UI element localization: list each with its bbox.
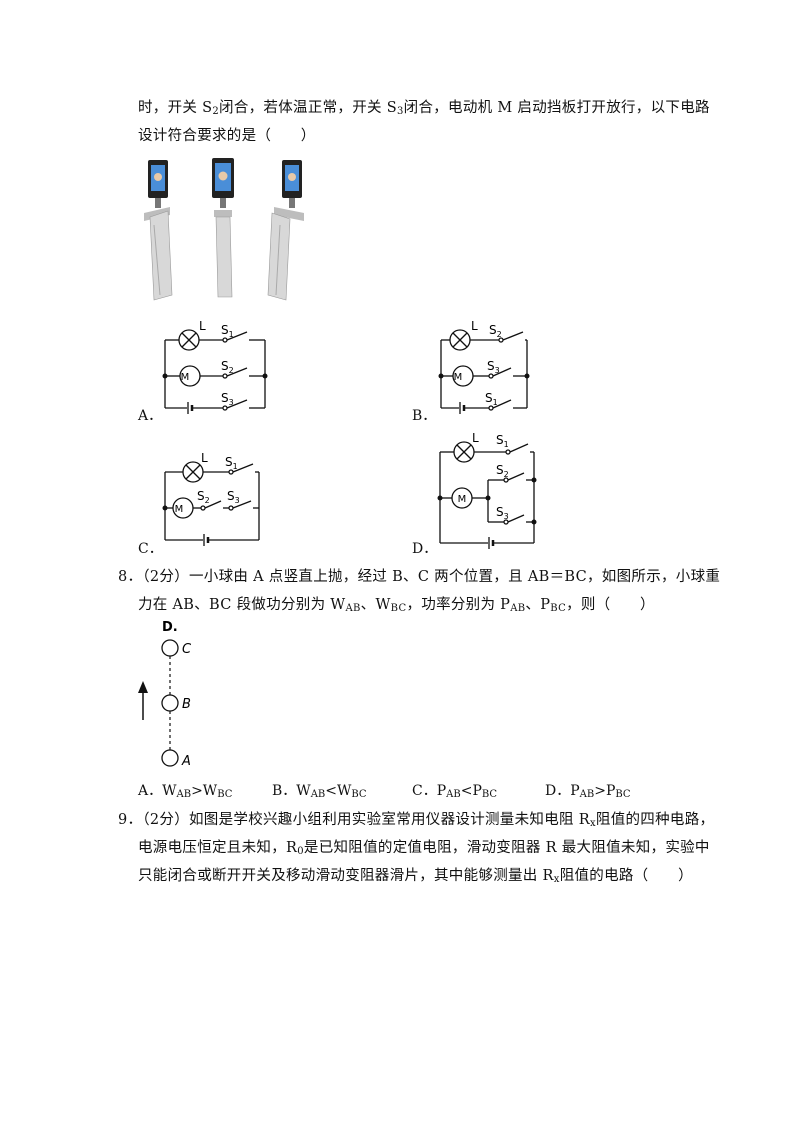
switch-sub: 3 [235,496,240,505]
switch-label: S [221,359,229,373]
switch-sub: 3 [229,398,234,407]
q8-answer-c[interactable]: C．PAB<PBC [412,783,498,800]
switch-label: S [221,391,229,405]
option-c-label[interactable]: C． [138,541,163,557]
point-c-label: C [182,642,192,657]
switch-sub: 1 [229,330,234,339]
switch-label: S [197,489,205,503]
svg-text:L: L [471,319,478,333]
switch-sub: 2 [497,330,502,339]
lamp-label: L [471,319,478,333]
svg-text:L: L [472,431,479,445]
ball-b [161,694,179,712]
svg-text:S1: S1 [496,433,509,449]
ball-a [161,749,179,767]
gate-2 [212,158,234,298]
option-d-label[interactable]: D． [412,541,438,557]
lamp-label: L [472,431,479,445]
q8-answer-b[interactable]: B．WAB<WBC [272,783,367,800]
svg-text:M: M [175,504,184,515]
ball-c [161,639,179,657]
option-a-label[interactable]: A． [138,408,163,424]
switch-sub: 2 [504,470,509,479]
q8-answer-d[interactable]: D．PAB>PBC [545,783,631,800]
q7-text-line2: 设计符合要求的是（ ） [138,128,316,144]
ball-motion-figure: D. C B A [138,620,192,769]
svg-text:M: M [181,372,190,383]
switch-sub: 1 [504,440,509,449]
switch-label: S [489,323,497,337]
q9-text-line3: 只能闭合或断开开关及移动滑动变阻器滑片，其中能够测量出 Rx阻值的电路（ ） [138,868,693,885]
turnstile-gates-image [144,158,304,301]
svg-text:S3: S3 [221,391,234,407]
svg-text:S2: S2 [489,323,502,339]
switch-label: S [225,455,233,469]
point-b-label: B [182,697,191,712]
motor-label: M [454,372,463,383]
figure-label: D. [162,620,178,635]
point-a-label: A [181,754,191,769]
circuit-b[interactable]: L M S2 S3 S1 [431,318,556,418]
svg-text:S2: S2 [197,489,210,505]
svg-text:S2: S2 [496,463,509,479]
q9-text-line1: 9．（2分）如图是学校兴趣小组利用实验室常用仪器设计测量未知电阻 Rx阻值的四种… [118,812,715,829]
switch-label: S [496,433,504,447]
svg-text:S2: S2 [221,359,234,375]
switch-sub: 1 [233,462,238,471]
motor-label: M [458,494,467,505]
up-arrow-icon [138,681,148,720]
svg-text:S3: S3 [227,489,240,505]
motor-label: M [175,504,184,515]
option-b-label[interactable]: B． [412,408,437,424]
lamp-label: L [199,319,206,333]
lamp-label: L [201,451,208,465]
q9-text-line2: 电源电压恒定且未知，R0是已知阻值的定值电阻，滑动变阻器 R 最大阻值未知，实验… [138,840,710,857]
circuit-c[interactable]: L M S1 S2 S3 [155,450,280,550]
switch-label: S [485,391,493,405]
q7-text-line1: 时，开关 S2闭合，若体温正常，开关 S3闭合，电动机 M 启动挡板打开放行，以… [138,100,710,117]
circuit-d[interactable]: L M S1 S2 S3 [430,430,555,555]
switch-label: S [227,489,235,503]
gate-1 [144,160,173,301]
svg-text:S3: S3 [487,359,500,375]
switch-sub: 3 [495,366,500,375]
switch-sub: 3 [504,512,509,521]
svg-text:L: L [199,319,206,333]
gate-3 [267,160,304,301]
q8-text-line2: 力在 AB、BC 段做功分别为 WAB、WBC，功率分别为 PAB、PBC，则（… [138,597,655,614]
svg-text:M: M [458,494,467,505]
svg-text:S1: S1 [485,391,498,407]
svg-text:S3: S3 [496,505,509,521]
svg-text:L: L [201,451,208,465]
svg-text:S1: S1 [225,455,238,471]
svg-text:M: M [454,372,463,383]
switch-label: S [496,505,504,519]
switch-sub: 2 [229,366,234,375]
switch-label: S [487,359,495,373]
switch-label: S [221,323,229,337]
circuit-a[interactable]: L M S1 S2 S3 [155,318,280,418]
q8-text-line1: 8．（2分）一小球由 A 点竖直上抛，经过 B、C 两个位置，且 AB＝BC，如… [118,569,721,585]
svg-text:S1: S1 [221,323,234,339]
q8-answer-a[interactable]: A．WAB>WBC [138,783,233,800]
switch-sub: 2 [205,496,210,505]
switch-label: S [496,463,504,477]
switch-sub: 1 [493,398,498,407]
motor-label: M [181,372,190,383]
